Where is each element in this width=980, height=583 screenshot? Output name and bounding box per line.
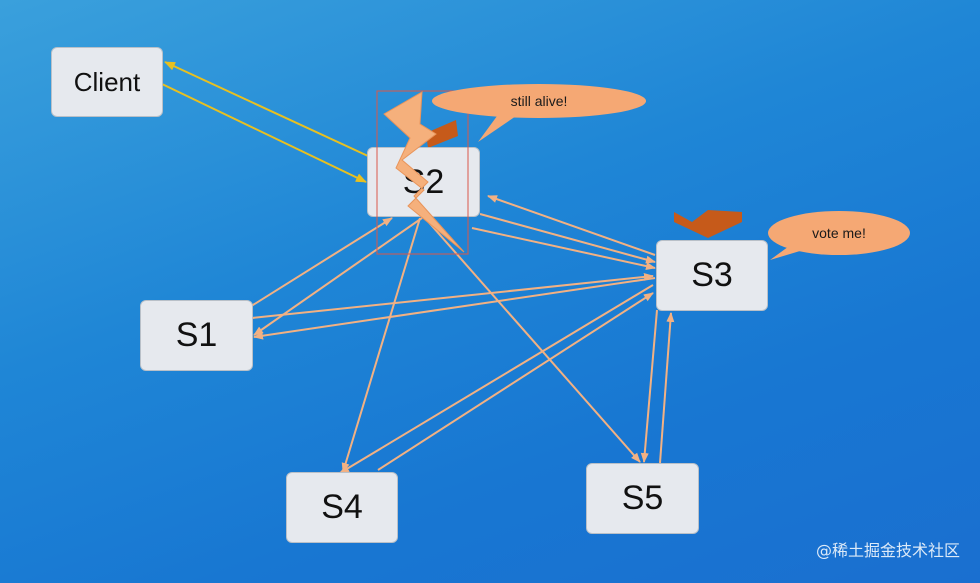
s1-s2-arrows <box>244 217 423 336</box>
vote-me-text: vote me! <box>812 225 866 241</box>
s4-label: S4 <box>321 488 363 526</box>
server-node-s4: S4 <box>286 472 398 543</box>
s2-follower-arrows <box>341 217 641 473</box>
s2-s3-arrows <box>471 195 656 270</box>
server-node-s2: S2 <box>367 147 480 217</box>
server-node-s3: S3 <box>656 240 768 311</box>
s1-s3-arrows <box>251 272 656 340</box>
s1-label: S1 <box>175 316 218 354</box>
leader-chevron-icon <box>674 210 742 238</box>
watermark: @稀土掘金技术社区 <box>815 541 960 560</box>
still-alive-text: still alive! <box>510 93 568 109</box>
client-label: Client <box>73 66 141 97</box>
vote-me-bubble: vote me! <box>768 211 910 255</box>
s3-s5-arrows <box>640 309 675 464</box>
server-node-s5: S5 <box>586 463 699 534</box>
still-alive-bubble-tail <box>478 112 522 142</box>
s3-s4-arrows <box>339 284 654 474</box>
client-s2-arrows <box>161 61 369 183</box>
s2-label: S2 <box>402 162 445 201</box>
s5-label: S5 <box>621 479 664 517</box>
server-node-s1: S1 <box>140 300 253 371</box>
still-alive-bubble: still alive! <box>432 84 646 118</box>
client-node: Client <box>51 47 163 117</box>
leader-chevron-icon <box>426 120 458 148</box>
s3-label: S3 <box>691 256 733 294</box>
